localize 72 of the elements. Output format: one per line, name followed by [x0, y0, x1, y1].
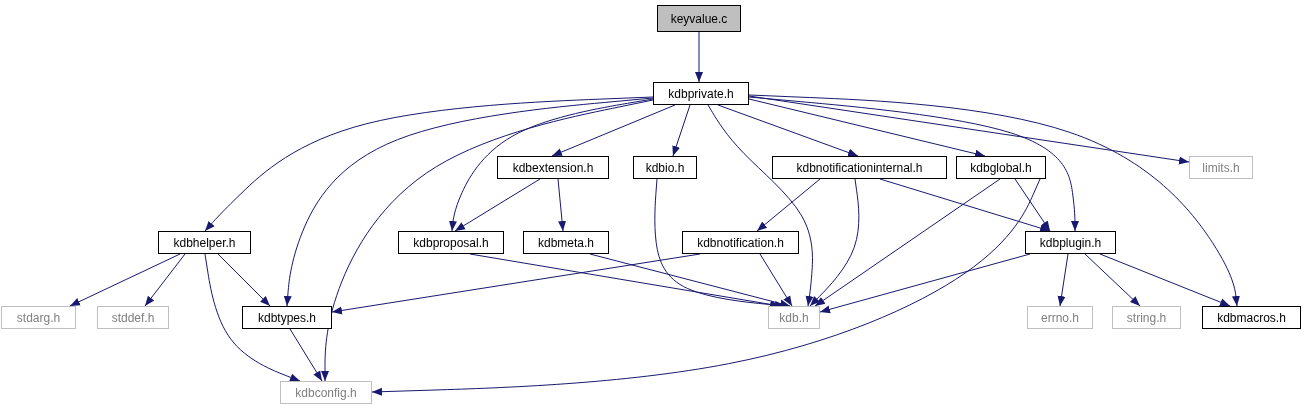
- file-box: [398, 231, 504, 254]
- file-box: [1025, 231, 1116, 254]
- system-header-box: [1112, 306, 1181, 329]
- file-box: [523, 231, 609, 254]
- file-box: [657, 5, 741, 32]
- file-name: kdbextension.h: [512, 160, 594, 175]
- arrow: [289, 328, 323, 382]
- system-header-box: [768, 306, 820, 329]
- arrow: [449, 98, 654, 232]
- file-name: kdbplugin.h: [1039, 235, 1102, 250]
- file-name: kdbprivate.h: [668, 86, 734, 101]
- arrow: [748, 96, 1079, 232]
- file-name: kdbhelper.h: [173, 235, 236, 250]
- arrow: [217, 253, 271, 307]
- arrow: [672, 104, 691, 157]
- file-name: kdbproposal.h: [413, 235, 489, 250]
- file-name: keyvalue.c: [670, 11, 728, 26]
- arrow: [879, 178, 1051, 232]
- file-name: kdbnotificationinternal.h: [796, 160, 923, 175]
- arrow: [454, 178, 541, 232]
- file-name: limits.h: [1202, 160, 1240, 175]
- system-header-box: [1189, 156, 1253, 179]
- arrow: [69, 253, 181, 307]
- file-name: kdbnotification.h: [697, 235, 784, 250]
- arrow: [283, 97, 654, 307]
- system-header-box: [1027, 306, 1093, 329]
- file-box: [497, 156, 609, 179]
- file-box: [772, 156, 947, 179]
- arrow: [589, 253, 791, 308]
- arrow: [748, 94, 1240, 307]
- arrow: [1057, 253, 1069, 307]
- file-box: [633, 156, 697, 179]
- file-name: kdbtypes.h: [257, 310, 316, 325]
- file-name: kdbmacros.h: [1217, 310, 1286, 325]
- file-box: [1202, 306, 1301, 329]
- system-header-box: [97, 306, 169, 329]
- arrow: [204, 96, 654, 232]
- arrow: [1099, 253, 1231, 307]
- arrow: [695, 31, 703, 83]
- file-name: kdbmeta.h: [537, 235, 594, 250]
- file-box: [242, 306, 332, 329]
- arrow: [756, 178, 821, 232]
- file-name: stddef.h: [111, 310, 155, 325]
- file-box: [956, 156, 1046, 179]
- arrow: [707, 104, 814, 307]
- file-name: kdbconfig.h: [295, 385, 357, 400]
- file-name: stdarg.h: [16, 310, 61, 325]
- arrow: [717, 104, 859, 157]
- arrow: [551, 104, 676, 157]
- system-header-box: [280, 381, 372, 404]
- arrow: [321, 99, 654, 382]
- file-box: [158, 231, 251, 254]
- arrow: [144, 253, 186, 307]
- file-box: [682, 231, 799, 254]
- file-name: errno.h: [1041, 310, 1079, 325]
- arrow: [759, 253, 793, 307]
- arrow: [819, 253, 1031, 314]
- file-name: string.h: [1126, 310, 1167, 325]
- file-name: kdbglobal.h: [970, 160, 1032, 175]
- arrow: [557, 178, 566, 232]
- arrow: [748, 95, 1190, 165]
- arrow: [814, 178, 1001, 307]
- arrow: [809, 178, 860, 307]
- system-header-box: [1, 306, 76, 329]
- arrow: [204, 253, 301, 382]
- file-name: kdb.h: [779, 310, 809, 325]
- arrow: [1014, 178, 1051, 232]
- arrow: [748, 98, 986, 158]
- arrow: [371, 178, 1041, 396]
- file-box: [653, 82, 749, 105]
- arrow: [1084, 253, 1141, 307]
- file-name: kdbio.h: [645, 160, 685, 175]
